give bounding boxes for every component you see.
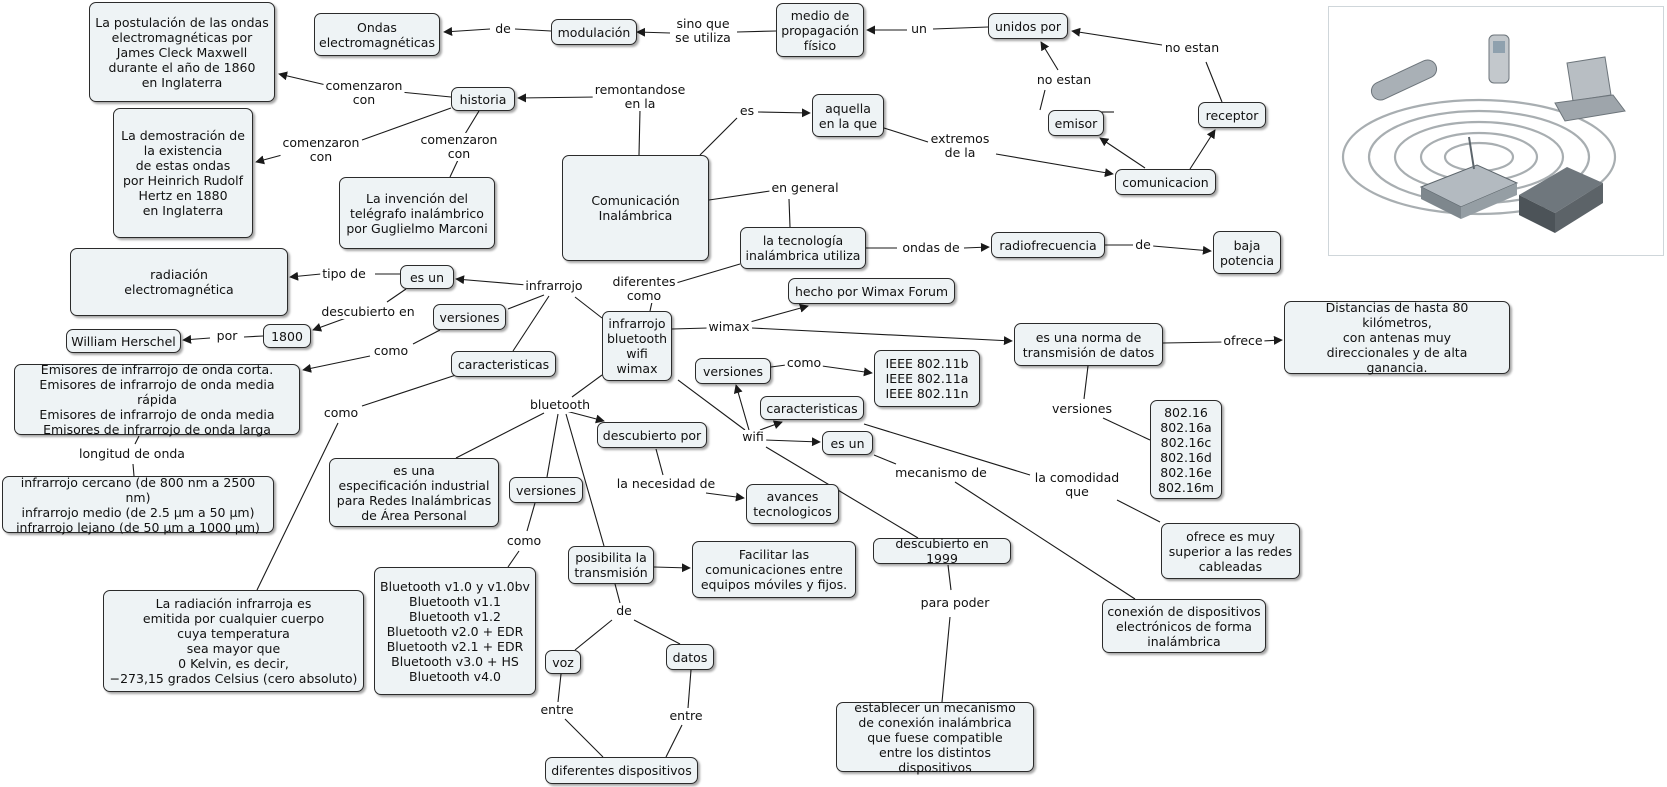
- link-label-comodidad: la comodidad que: [1032, 470, 1122, 499]
- node-modulacion[interactable]: modulación: [551, 19, 637, 45]
- node-radiacion-electromagnetica[interactable]: radiación electromagnética: [70, 248, 288, 316]
- link-label-de-transmision: de: [614, 603, 634, 618]
- node-receptor[interactable]: receptor: [1198, 102, 1266, 128]
- node-historia[interactable]: historia: [451, 87, 515, 111]
- link-label-entre-datos: entre: [667, 708, 705, 723]
- link-label-como-caracteristicas: como: [321, 405, 361, 420]
- node-versiones-infrarrojo[interactable]: versiones: [433, 304, 506, 330]
- link-label-mecanismo-de: mecanismo de: [893, 465, 989, 480]
- node-caracteristicas-infrarrojo[interactable]: caracteristicas: [451, 351, 556, 377]
- link-label-ofrece: ofrece: [1221, 333, 1265, 348]
- node-versiones-wifi[interactable]: versiones: [695, 358, 771, 384]
- node-es-un-infrarrojo[interactable]: es un: [400, 265, 454, 289]
- node-radiacion-infrarroja[interactable]: La radiación infrarroja es emitida por c…: [103, 590, 364, 692]
- link-label-necesidad: la necesidad de: [614, 476, 718, 491]
- node-william-herschel[interactable]: William Herschel: [66, 329, 181, 353]
- link-label-sino-que: sino que se utiliza: [673, 16, 733, 45]
- link-label-comenzaron-maxwell: comenzaron con: [323, 78, 405, 107]
- node-distancias[interactable]: Distancias de hasta 80 kilómetros, con a…: [1284, 300, 1510, 375]
- node-ieee-versions[interactable]: IEEE 802.11b IEEE 802.11a IEEE 802.11n: [874, 350, 980, 407]
- link-label-remontandose: remontandose en la: [592, 82, 688, 111]
- link-label-para-poder: para poder: [918, 595, 992, 610]
- node-emisor[interactable]: emisor: [1048, 110, 1104, 136]
- router-icon: [1419, 136, 1519, 219]
- mobile-phone-icon: [1488, 34, 1510, 84]
- link-label-wimax: wimax: [706, 319, 752, 334]
- remote-control-icon: [1370, 59, 1438, 101]
- node-versiones-bluetooth[interactable]: versiones: [509, 477, 583, 503]
- node-datos[interactable]: datos: [666, 644, 714, 670]
- link-label-como-ieee: como: [784, 355, 824, 370]
- link-label-longitud-de-onda: longitud de onda: [77, 446, 187, 461]
- link-label-bluetooth: bluetooth: [527, 397, 593, 412]
- node-infrarrojo-rangos[interactable]: infrarrojo cercano (de 800 nm a 2500 nm)…: [2, 475, 274, 535]
- node-1800[interactable]: 1800: [263, 324, 311, 348]
- link-label-de-potencia: de: [1133, 237, 1153, 252]
- node-avances[interactable]: avances tecnologicos: [746, 484, 839, 524]
- node-posibilita[interactable]: posibilita la transmisión: [568, 546, 654, 584]
- node-caracteristicas-wifi[interactable]: caracteristicas: [760, 396, 864, 420]
- link-label-versiones-wimax: versiones: [1050, 401, 1114, 416]
- node-marconi[interactable]: La invención del telégrafo inalámbrico p…: [339, 177, 495, 249]
- wireless-network-illustration: [1328, 6, 1664, 256]
- link-label-no-estan-receptor: no estan: [1162, 40, 1222, 55]
- node-aquella[interactable]: aquella en la que: [812, 94, 884, 137]
- link-label-un: un: [909, 21, 929, 36]
- node-wimax-versions[interactable]: 802.16 802.16a 802.16c 802.16d 802.16e 8…: [1150, 400, 1222, 499]
- node-diferentes-dispositivos[interactable]: diferentes dispositivos: [545, 757, 698, 784]
- node-unidos-por[interactable]: unidos por: [988, 13, 1068, 39]
- link-label-extremos: extremos de la: [928, 131, 992, 160]
- node-descubierto-1999[interactable]: descubierto en 1999: [873, 536, 1011, 566]
- node-bluetooth-versions[interactable]: Bluetooth v1.0 y v1.0bv Bluetooth v1.1 B…: [374, 567, 536, 695]
- node-comunicacion[interactable]: comunicacion: [1115, 169, 1216, 195]
- link-label-de: de: [493, 21, 513, 36]
- node-facilitar[interactable]: Facilitar las comunicaciones entre equip…: [692, 541, 856, 598]
- node-voz[interactable]: voz: [545, 650, 581, 674]
- link-label-es: es: [737, 103, 757, 118]
- link-label-tipo-de: tipo de: [320, 266, 368, 281]
- node-wimax-forum[interactable]: hecho por Wimax Forum: [788, 278, 955, 304]
- link-label-infrarrojo: infrarrojo: [523, 278, 585, 293]
- link-label-por: por: [214, 328, 240, 343]
- node-medio-propagacion[interactable]: medio de propagación físico: [776, 3, 864, 57]
- link-label-en-general: en general: [769, 180, 841, 195]
- link-label-diferentes-como: diferentes como: [610, 274, 678, 303]
- node-norma-transmision[interactable]: es una norma de transmisión de datos: [1014, 323, 1163, 366]
- node-tecnologias-hub[interactable]: infrarrojo bluetooth wifi wimax: [602, 311, 672, 381]
- link-label-descubierto-en: descubierto en: [319, 304, 417, 319]
- wireless-network-drawing: [1341, 34, 1626, 233]
- node-especificacion[interactable]: es una especificación industrial para Re…: [329, 458, 499, 527]
- node-baja-potencia[interactable]: baja potencia: [1213, 231, 1281, 274]
- link-label-no-estan-emisor: no estan: [1034, 72, 1094, 87]
- node-emisores-infrarrojo[interactable]: Emisores de infrarrojo de onda corta. Em…: [14, 362, 300, 437]
- laptop-icon: [1554, 56, 1626, 122]
- node-es-un-wifi[interactable]: es un: [822, 431, 873, 455]
- node-comunicacion-inalambrica[interactable]: Comunicación Inalámbrica: [562, 155, 709, 261]
- node-ondas-electromagneticas[interactable]: Ondas electromagnéticas: [314, 13, 440, 56]
- link-label-comenzaron-marconi: comenzaron con: [418, 132, 500, 161]
- node-radiofrecuencia[interactable]: radiofrecuencia: [991, 232, 1105, 258]
- link-label-wifi: wifi: [740, 429, 766, 444]
- link-label-comenzaron-hertz: comenzaron con: [280, 135, 362, 164]
- connector-lines: [132, 25, 1283, 758]
- link-label-como-versiones: como: [371, 343, 411, 358]
- node-maxwell[interactable]: La postulación de las ondas electromagné…: [89, 2, 275, 102]
- node-conexion-dispositivos[interactable]: conexión de dispositivos electrónicos de…: [1102, 599, 1266, 653]
- link-label-ondas-de: ondas de: [900, 240, 962, 255]
- node-descubierto-por[interactable]: descubierto por: [597, 422, 707, 448]
- link-label-entre-voz: entre: [538, 702, 576, 717]
- node-tecnologia[interactable]: la tecnología inalámbrica utiliza: [740, 227, 866, 269]
- link-label-como-bluetooth: como: [504, 533, 544, 548]
- phone-base-icon: [1519, 167, 1603, 233]
- node-hertz[interactable]: La demostración de la existencia de esta…: [113, 108, 253, 238]
- node-establecer[interactable]: establecer un mecanismo de conexión inal…: [836, 700, 1034, 775]
- node-ofrece-superior[interactable]: ofrece es muy superior a las redes cable…: [1161, 523, 1300, 579]
